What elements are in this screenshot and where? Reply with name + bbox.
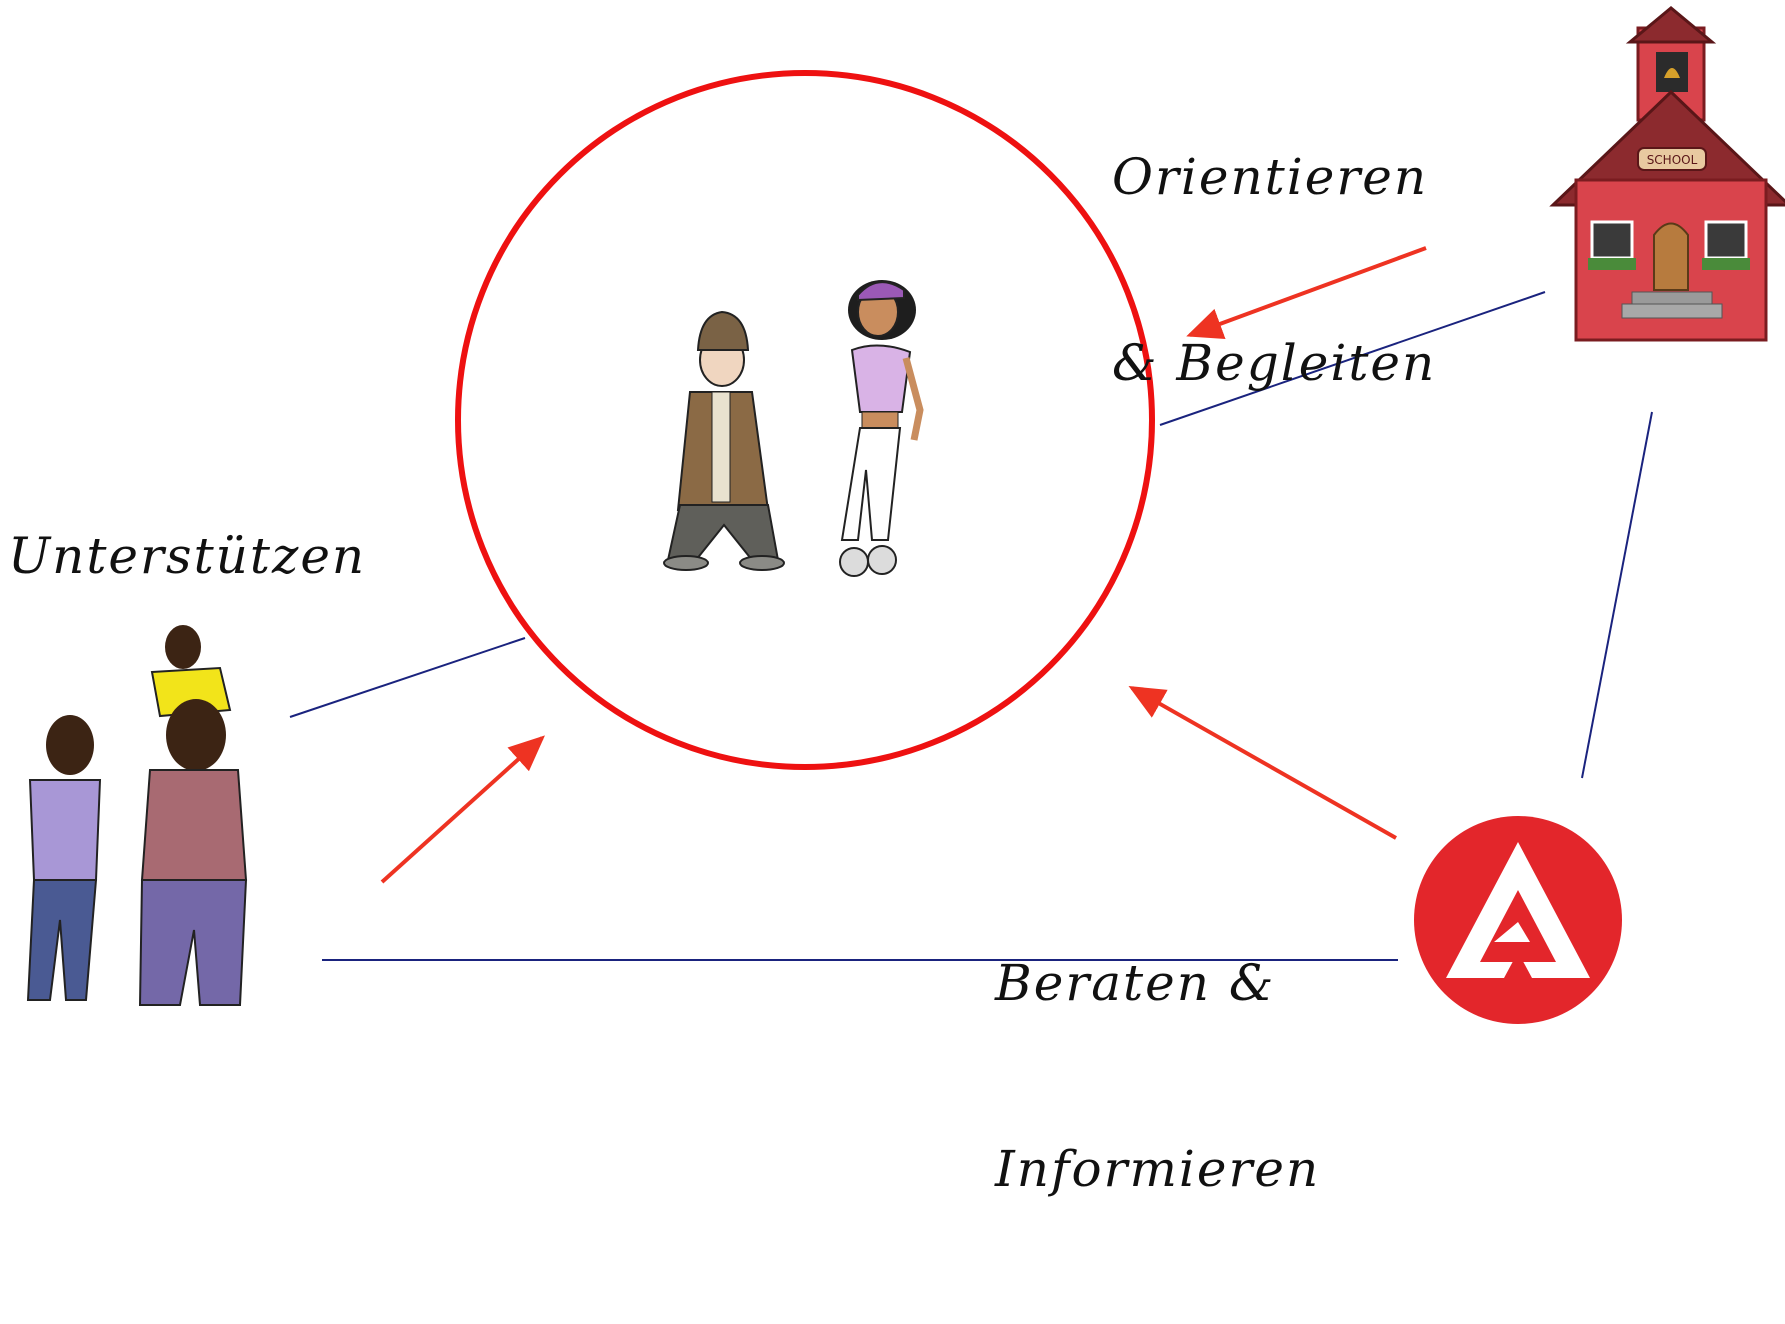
girl-figure [839,280,924,577]
boy-figure [663,310,785,571]
arrow-from-school [1186,246,1427,339]
center-circle [455,70,1155,770]
label-advise-line1: Beraten & [995,954,1276,1012]
label-advise-line2: Informieren [995,1140,1321,1198]
connector-school-to-agency [1581,411,1653,779]
school-sign-text: SCHOOL [1647,153,1698,167]
diagram-canvas: SCHOOL Orientieren [8,6,1785,1198]
connector-family-to-circle [289,637,526,718]
arrow-from-family [380,735,545,884]
employment-agency-logo [1414,816,1622,1024]
connector-school-to-circle [1159,291,1546,426]
arrow-from-agency [1128,686,1397,840]
family-illustration [26,625,248,1006]
label-orientieren-begleiten: Orientieren & Begleiten [1112,22,1436,518]
label-beraten-informieren: Beraten & Informieren [995,828,1320,1324]
label-unterstuetzen: Unterstützen [8,527,367,585]
label-orient-line2: & Begleiten [1112,334,1437,392]
label-orient-line1: Orientieren [1112,148,1429,206]
diagram-graphics: SCHOOL [26,6,1785,1024]
teenagers-illustration [663,280,924,577]
school-house-illustration: SCHOOL [1549,6,1785,342]
